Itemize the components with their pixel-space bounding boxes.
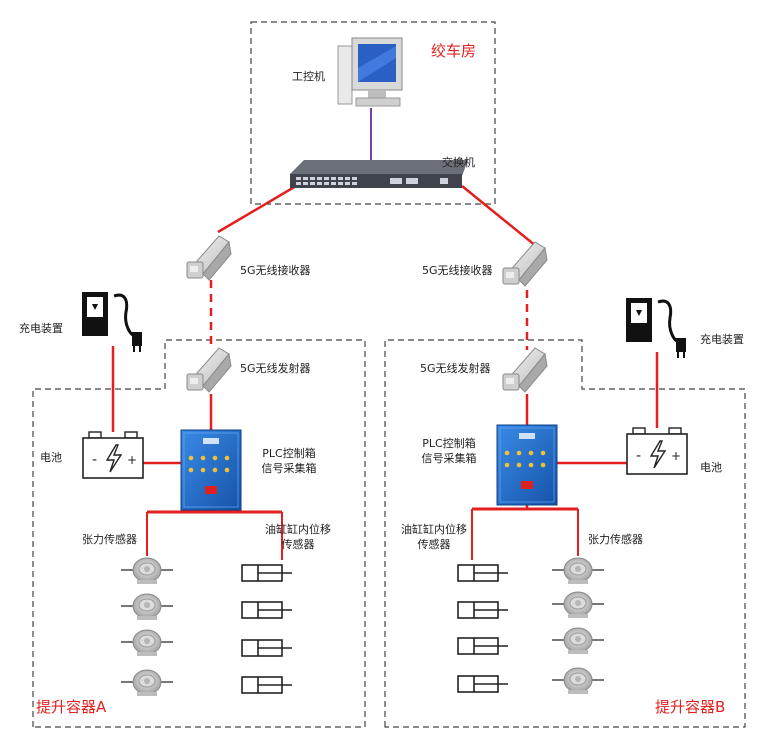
oil-cylinder-icon [241, 564, 293, 582]
tension-sensor-icon [120, 557, 174, 585]
oil-cylinder-icon [457, 637, 509, 655]
left-battery-icon [82, 431, 144, 479]
industrial-pc-icon [337, 37, 403, 107]
tension-sensor-icon [120, 593, 174, 621]
right-plc-label-line2: 信号采集箱 [421, 452, 477, 465]
winch-room-title: 绞车房 [431, 42, 477, 60]
left-cylinder-sensor-label: 油缸缸内位移 传感器 [252, 522, 344, 552]
tension-sensor-icon [551, 557, 605, 585]
oil-cylinder-icon [241, 639, 293, 657]
oil-cylinder-icon [241, 601, 293, 619]
right-cylinder-label-line2: 传感器 [417, 538, 451, 551]
tension-sensor-icon [551, 627, 605, 655]
winch-room-box [250, 21, 496, 205]
switch-right-receiver-link [461, 185, 537, 247]
oil-cylinder-icon [457, 564, 509, 582]
right-battery-icon [626, 427, 688, 475]
left-receiver-label: 5G无线接收器 [240, 264, 311, 277]
switch-label: 交换机 [442, 156, 475, 169]
left-transmitter-antenna-icon [186, 347, 232, 393]
left-cylinder-label-line1: 油缸缸内位移 [265, 523, 331, 536]
right-plc-label: PLC控制箱 信号采集箱 [404, 436, 494, 466]
left-plc-label-line2: 信号采集箱 [261, 462, 317, 475]
left-cylinder-label-line2: 传感器 [281, 538, 315, 551]
left-tension-sensor-label: 张力传感器 [82, 533, 137, 546]
right-cylinder-label-line1: 油缸缸内位移 [401, 523, 467, 536]
right-tension-sensor-label: 张力传感器 [588, 533, 643, 546]
right-transmitter-label: 5G无线发射器 [420, 362, 491, 375]
right-cylinder-sensor-label: 油缸缸内位移 传感器 [388, 522, 480, 552]
right-plc-cabinet-icon [496, 424, 558, 506]
switch-left-receiver-link [217, 184, 297, 234]
left-plc-label-line1: PLC控制箱 [262, 447, 316, 460]
container-b-title: 提升容器B [655, 698, 726, 716]
right-battery-label: 电池 [700, 461, 722, 474]
right-receiver-label: 5G无线接收器 [422, 264, 493, 277]
tension-sensor-icon [120, 669, 174, 697]
right-charger-icon [624, 296, 688, 360]
left-transmitter-label: 5G无线发射器 [240, 362, 311, 375]
right-charger-label: 充电装置 [700, 333, 744, 346]
container-a-box [32, 339, 366, 728]
tension-sensor-icon [551, 591, 605, 619]
oil-cylinder-icon [457, 675, 509, 693]
left-battery-label: 电池 [40, 451, 62, 464]
right-plc-label-line1: PLC控制箱 [422, 437, 476, 450]
tension-sensor-icon [551, 667, 605, 695]
container-a-title: 提升容器A [36, 698, 107, 716]
left-receiver-antenna-icon [186, 235, 232, 281]
container-b-box [384, 339, 746, 728]
left-plc-label: PLC控制箱 信号采集箱 [244, 446, 334, 476]
left-charger-icon [80, 290, 144, 354]
oil-cylinder-icon [457, 601, 509, 619]
network-switch-icon [290, 160, 468, 188]
oil-cylinder-icon [241, 676, 293, 694]
tension-sensor-icon [120, 629, 174, 657]
right-transmitter-antenna-icon [502, 347, 548, 393]
right-receiver-antenna-icon [502, 241, 548, 287]
left-charger-label: 充电装置 [19, 322, 63, 335]
ipc-label: 工控机 [292, 70, 325, 83]
left-plc-cabinet-icon [180, 429, 242, 511]
